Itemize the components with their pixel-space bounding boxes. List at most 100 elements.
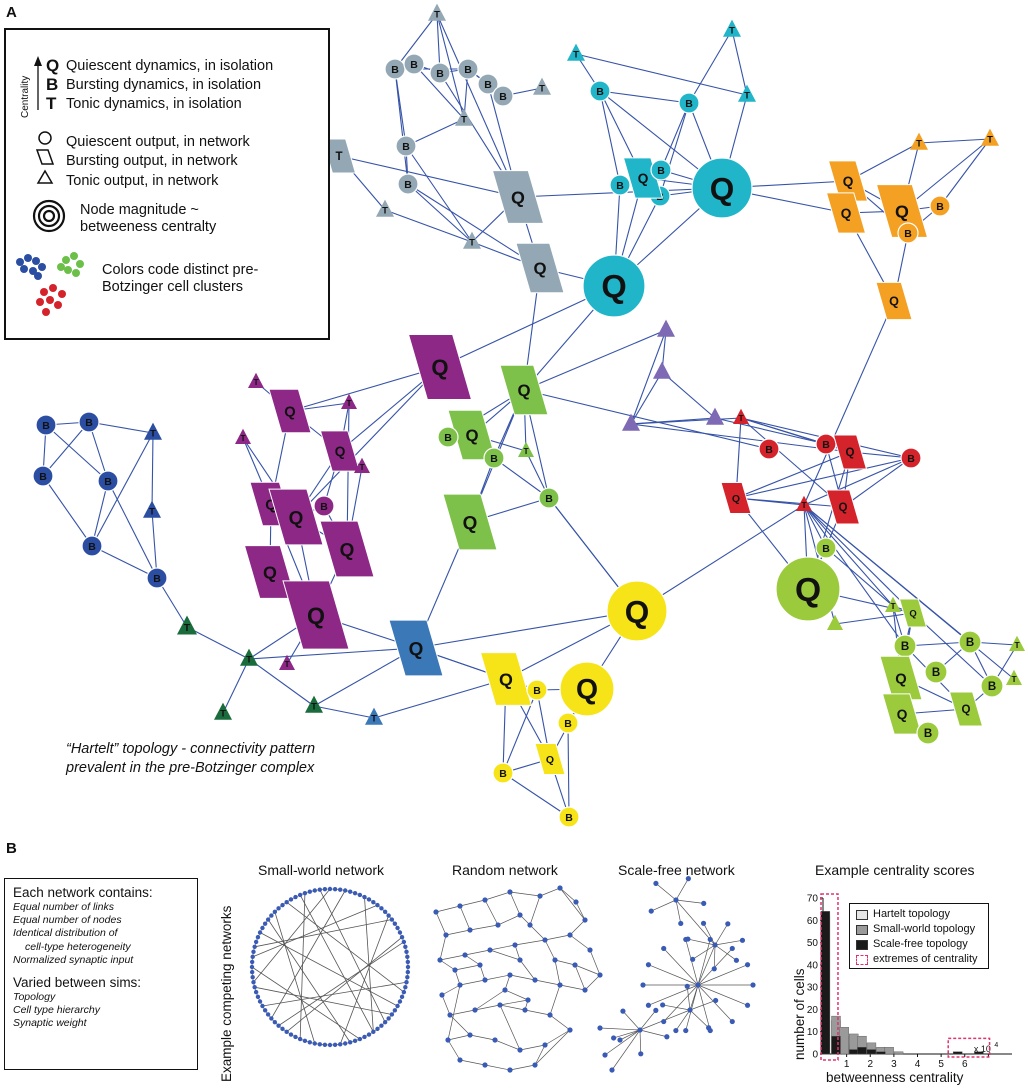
node-label: B (932, 667, 940, 679)
scale-free-node (617, 1037, 623, 1043)
random-edge (474, 989, 506, 1011)
random-edge (575, 901, 586, 921)
network-edge (222, 658, 250, 714)
network-node-tri: T (738, 84, 756, 102)
scale-free-edge (686, 986, 691, 1011)
node-label: T (434, 9, 440, 20)
panel-label-b: B (6, 840, 17, 857)
random-edge (454, 964, 481, 971)
network-edge (803, 300, 895, 506)
node-label: B (988, 681, 996, 693)
y-tick-label: 70 (807, 894, 819, 905)
sw-node (379, 1023, 384, 1028)
scale-free-node (684, 983, 690, 989)
network-node-tri: T (143, 500, 161, 518)
network-edge (714, 417, 827, 445)
network-node-circle: B (429, 62, 451, 84)
random-edge (464, 949, 491, 956)
sw-node (249, 969, 255, 975)
random-node (567, 932, 573, 938)
node-label: T (1011, 674, 1017, 684)
node-label: Q (517, 381, 530, 400)
random-edge (459, 899, 486, 907)
sw-node (249, 959, 255, 965)
scale-free-node (637, 1027, 643, 1033)
network-edge (415, 610, 638, 649)
node-label: Q (889, 295, 899, 309)
network-edge (825, 547, 894, 607)
scale-free-edge (703, 923, 716, 946)
network-node-circle: B (403, 53, 425, 75)
histogram-bar (876, 1051, 886, 1055)
scale-free-node (700, 920, 707, 926)
sw-node (317, 1042, 323, 1047)
random-edge (509, 1064, 536, 1071)
network-edge (313, 705, 375, 719)
scale-free-node (678, 920, 684, 927)
histogram-bar (952, 1051, 963, 1055)
random-edge (514, 944, 521, 961)
box-item: Cell type hierarchy (13, 1004, 100, 1017)
node-label: Q (340, 540, 355, 561)
random-node (572, 962, 578, 968)
network-node-circle: B (609, 174, 631, 196)
random-edge (514, 939, 546, 946)
scale-free-edge (663, 984, 699, 1022)
random-node (457, 903, 463, 909)
random-edge (499, 1004, 526, 1011)
network-node-tri: T (365, 707, 383, 725)
network-node-tri: T (463, 231, 481, 249)
node-label: Q (895, 671, 906, 687)
sw-node (395, 925, 400, 931)
node-label: T (371, 713, 377, 724)
sw-edge (254, 919, 392, 948)
node-label: T (184, 622, 191, 634)
scale-free-node (648, 908, 654, 914)
node-label: B (85, 417, 93, 429)
random-edge (499, 1004, 521, 1051)
network-node-circle: B (457, 58, 479, 80)
network-edge (630, 423, 851, 453)
node-label: T (284, 659, 290, 669)
scale-free-edge (697, 944, 716, 986)
scale-free-edge (613, 1029, 641, 1039)
sw-node (405, 969, 411, 975)
scale-free-node (683, 1027, 689, 1034)
sw-node (297, 1036, 303, 1042)
sw-node (280, 902, 285, 908)
caption-line-2: prevalent in the pre-Botzinger complex (66, 760, 315, 776)
x-exponent-label: x 10 (974, 1044, 991, 1054)
network-node-circle: B (758, 438, 780, 460)
sw-node (403, 944, 408, 950)
random-edge (489, 949, 521, 961)
sw-node (397, 999, 403, 1004)
network-edge (373, 678, 507, 719)
node-label: T (890, 601, 896, 611)
random-edge (484, 1064, 511, 1071)
network-edge (575, 53, 748, 96)
sw-node (337, 1042, 343, 1047)
network-node-para: Q (948, 691, 984, 727)
scale-free-edge (687, 938, 716, 946)
network-node-circle: B (678, 92, 700, 114)
node-label: B (564, 718, 572, 730)
node-label: B (545, 493, 553, 505)
network-node-para: Q (319, 520, 375, 578)
legend-text-quiescent-isolation: Quiescent dynamics, in isolation (66, 58, 274, 74)
node-label: Q (463, 513, 478, 534)
random-edge (497, 914, 521, 926)
network-node-para: Q (832, 434, 868, 470)
network-node-circle: B (900, 447, 922, 469)
random-edge (574, 964, 601, 976)
sw-node (371, 1029, 376, 1035)
network-node-tri: T (533, 77, 551, 95)
node-label: Q (601, 269, 626, 305)
histogram-legend: Hartelt topology Small-world topology Sc… (849, 903, 989, 969)
sw-node (352, 1038, 358, 1044)
network-edge (842, 457, 912, 508)
random-edge (534, 1029, 571, 1066)
network-edge (688, 29, 733, 104)
simulation-parameters-box: Each network contains: Equal number of l… (4, 878, 198, 1070)
random-edge (445, 929, 471, 936)
